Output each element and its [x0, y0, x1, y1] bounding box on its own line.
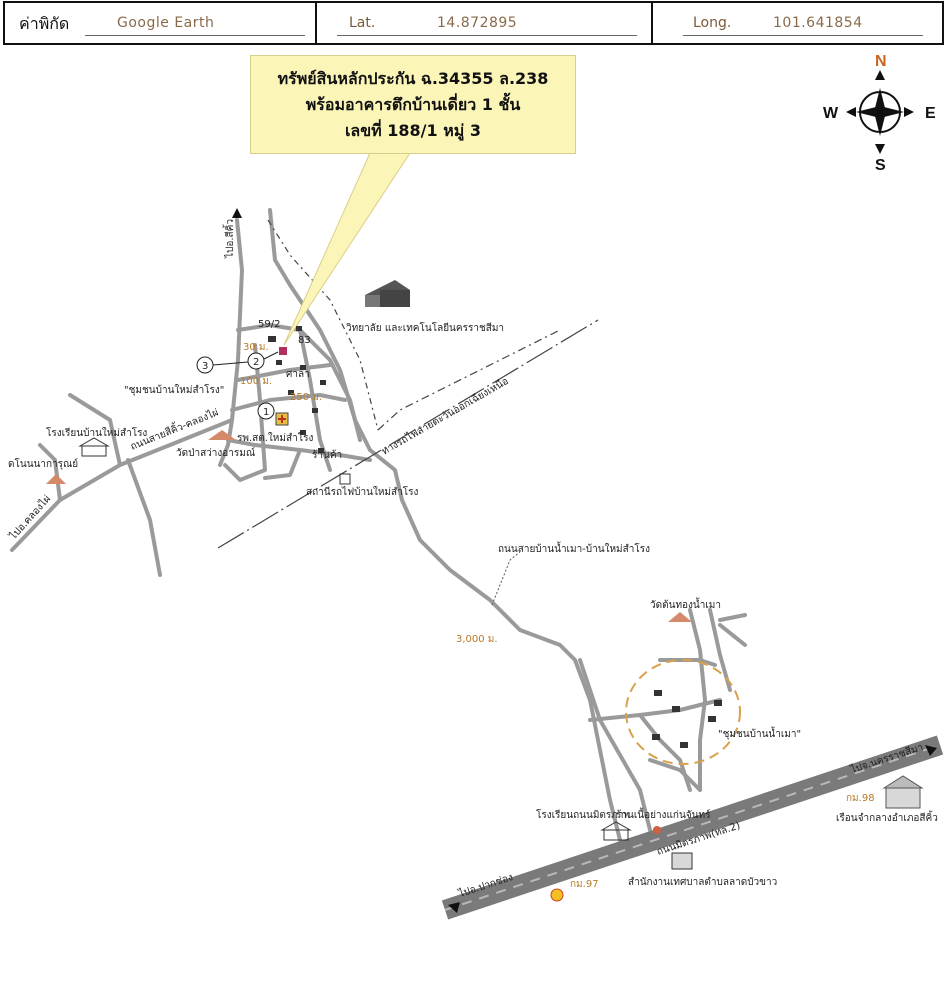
distance-30-label: 30 ม. [243, 342, 269, 353]
callout-line-2: พร้อมอาคารตึกบ้านเดี่ยว 1 ชั้น [305, 95, 521, 114]
wat-tontong-label: วัดต้นทองน้ำเมา [650, 597, 721, 611]
distance-100-label: 100 ม. [240, 376, 272, 387]
railway-label: ทางรถไฟสายตะวันออกเฉียงเหนือ [380, 375, 511, 458]
road-network [10, 208, 747, 842]
gas-station-icon [550, 888, 564, 902]
marker-arrow [212, 361, 249, 366]
station-icon [339, 473, 351, 485]
property-callout: ทรัพย์สินหลักประกัน ฉ.34355 ล.238 พร้อมอ… [250, 55, 576, 154]
marker-arrow [263, 351, 279, 360]
compass-e-label: E [925, 105, 936, 122]
college-label: วิทยาลัย และเทคโนโลยีนครราชสีมา [346, 321, 504, 334]
callout-line-1: ทรัพย์สินหลักประกัน ฉ.34355 ล.238 [277, 69, 549, 88]
compass-n-label: N [875, 53, 887, 70]
mittraphap-highway [441, 735, 944, 920]
km-98-label: กม.98 [846, 793, 875, 804]
compass-rose: N S W E [823, 53, 936, 174]
underline [337, 35, 637, 36]
longitude-label: Long. [693, 15, 732, 31]
community-circle [625, 659, 741, 765]
distance-3000-label: 3,000 ม. [456, 634, 498, 645]
underline [85, 35, 305, 36]
school-icons [78, 437, 632, 841]
marker-3-label: 3 [202, 361, 208, 372]
municipal-office-icon [671, 852, 693, 870]
latitude-value: 14.872895 [437, 15, 518, 31]
latitude-label: Lat. [349, 15, 376, 31]
prison-label: เรือนจำกลางอำเภอสีคิ้ว [836, 810, 938, 824]
marker-2-label: 2 [253, 357, 259, 368]
wat-1-label: ดโนนนาการุณย์ [8, 457, 78, 470]
prison-icon [882, 775, 924, 809]
compass-w-label: W [823, 105, 839, 122]
school-2-label: โรงเรียนถนนมิตรภาพ [536, 808, 630, 821]
road-nammao-leader [491, 551, 521, 606]
coordinate-label: ค่าพิกัด [19, 14, 70, 33]
community-2-label: "ชุมชนบ้านน้ำเมา" [718, 726, 801, 740]
longitude-cell: Long. 101.641854 [651, 3, 942, 43]
community-1-label: "ชุมชนบ้านใหม่สำโรง" [124, 383, 224, 396]
coordinate-source-cell: ค่าพิกัด Google Earth [5, 3, 315, 43]
house-59-label: 59/2 [258, 319, 280, 330]
arrow-north-icon [232, 208, 242, 218]
to-klongphai-label: ไปอ.คลองไผ่ [7, 493, 54, 543]
school-1-label: โรงเรียนบ้านใหม่สำโรง [46, 426, 147, 439]
coordinate-source-value: Google Earth [117, 15, 215, 31]
college-building-icon [365, 280, 410, 307]
house-83-label: 83 [298, 335, 311, 346]
sala-label: ศาลา [286, 369, 310, 380]
latitude-cell: Lat. 14.872895 [315, 3, 651, 43]
wat-pasawang-label: วัดป่าสว่างอารมณ์ [176, 447, 255, 459]
restaurant-icon [653, 826, 661, 834]
road-nammao-label: ถนนสายบ้านน้ำเมา-บ้านใหม่สำโรง [498, 541, 650, 555]
distance-250-label: 250 ม. [290, 392, 322, 403]
longitude-value: 101.641854 [773, 15, 863, 31]
building-icons [268, 326, 722, 748]
to-sikhio-label: ไปอ.สีคิ้ว [222, 219, 236, 259]
municipal-label: สำนักงานเทศบาลตำบลลาดบัวขาว [628, 877, 777, 888]
coordinate-header: ค่าพิกัด Google Earth Lat. 14.872895 Lon… [3, 1, 944, 45]
underline [683, 35, 923, 36]
compass-s-label: S [875, 157, 886, 174]
station-label: สถานีรถไฟบ้านใหม่สำโรง [306, 485, 418, 498]
callout-line-3: เลขที่ 188/1 หมู่ 3 [344, 121, 482, 140]
hospital-icon [275, 412, 289, 426]
numbered-markers [196, 352, 275, 420]
temple-icons [46, 430, 692, 622]
railway-line [217, 219, 599, 549]
property-marker-icon [279, 347, 287, 355]
shop-label: ร้านค้า [312, 449, 342, 461]
marker-1-label: 1 [263, 407, 269, 418]
km-97-label: กม.97 [570, 879, 599, 890]
callout-pointer [283, 152, 411, 346]
hospital-label: รพ.สต.ใหม่สำโรง [237, 431, 313, 444]
restaurant-label: ร้านเนื้อย่างแก่นจันทร์ [616, 807, 711, 821]
